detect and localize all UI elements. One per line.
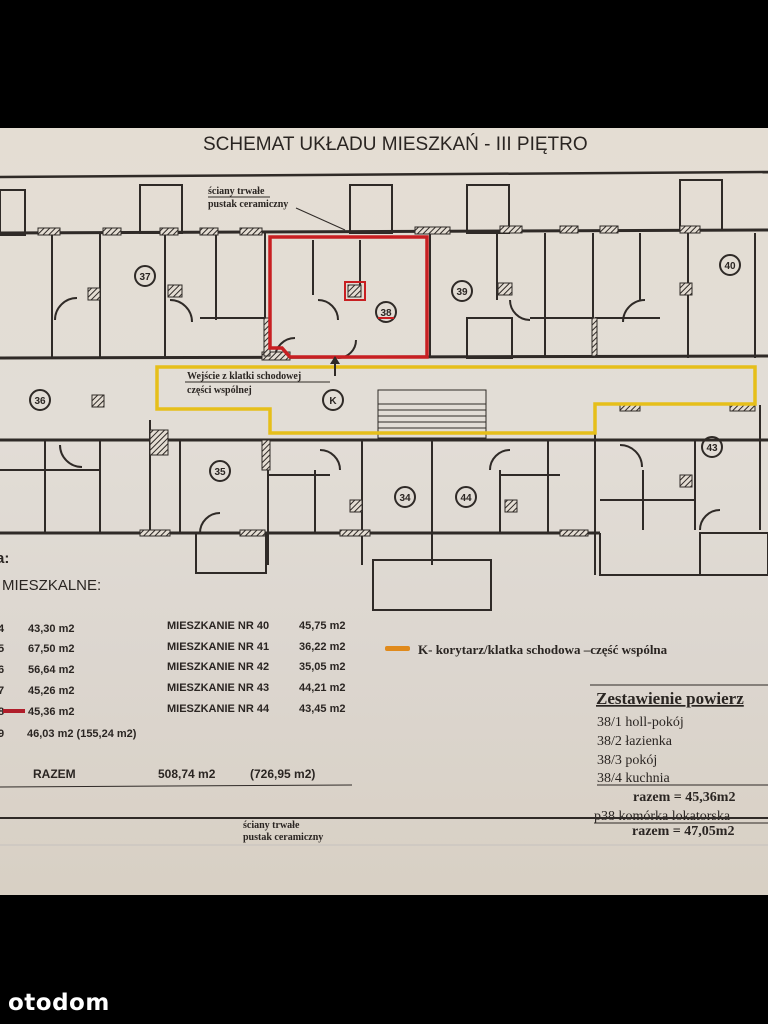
unit-40: 40: [719, 254, 741, 276]
unit-38: 38: [375, 301, 397, 323]
svg-text:K- korytarz/klatka schodowa –c: K- korytarz/klatka schodowa –część wspól…: [418, 642, 668, 657]
svg-text:34: 34: [399, 493, 411, 504]
svg-text:45,36 m2: 45,36 m2: [28, 706, 74, 718]
svg-text:ściany trwałe: ściany trwałe: [243, 820, 300, 831]
otodom-watermark-logo: otodom: [8, 990, 110, 1016]
unit-34: 34: [394, 486, 416, 508]
svg-text:RAZEM: RAZEM: [33, 767, 76, 781]
area-summary: Zestawienie powierz 38/1 holl-pokój 38/2…: [590, 684, 768, 839]
svg-text:części wspólnej: części wspólnej: [187, 385, 252, 396]
svg-text:43: 43: [706, 443, 718, 454]
svg-text:6: 6: [0, 664, 4, 676]
staircase: [377, 389, 487, 439]
right-column: MIESZKANIE NR 40 45,75 m2 MIESZKANIE NR 4…: [167, 620, 345, 715]
svg-text:(726,95 m2): (726,95 m2): [250, 767, 315, 781]
unit-43: 43: [701, 436, 723, 458]
svg-text:37: 37: [139, 272, 151, 283]
wall-note-bottom: ściany trwałe pustak ceramiczny: [243, 820, 323, 843]
svg-text:36: 36: [34, 396, 46, 407]
svg-text:ściany trwałe: ściany trwałe: [208, 186, 265, 197]
svg-text:56,64 m2: 56,64 m2: [28, 664, 74, 676]
svg-text:8: 8: [0, 706, 4, 718]
svg-text:35,05 m2: 35,05 m2: [299, 661, 345, 673]
svg-text:a:: a:: [0, 550, 9, 567]
svg-text:44,21 m2: 44,21 m2: [299, 682, 345, 694]
svg-text:44: 44: [460, 493, 472, 504]
unit-35: 35: [209, 460, 231, 482]
plan-title: SCHEMAT UKŁADU MIESZKAŃ - III PIĘTRO: [203, 134, 588, 155]
svg-text:45,75 m2: 45,75 m2: [299, 620, 345, 632]
floor-plan: SCHEMAT UKŁADU MIESZKAŃ - III PIĘTRO: [0, 134, 768, 846]
svg-text:Zestawienie powierz: Zestawienie powierz: [596, 689, 744, 708]
entrance-note: Wejście z klatki schodowej części wspóln…: [185, 371, 330, 396]
svg-text:38/3 pokój: 38/3 pokój: [597, 753, 657, 768]
svg-text:razem = 45,36m2: razem = 45,36m2: [633, 790, 735, 805]
svg-text:43,30 m2: 43,30 m2: [28, 623, 74, 635]
svg-text:pustak ceramiczny: pustak ceramiczny: [208, 199, 288, 210]
svg-text:36,22 m2: 36,22 m2: [299, 641, 345, 653]
unit-36: 36: [29, 389, 51, 411]
svg-text:46,03 m2 (155,24 m2): 46,03 m2 (155,24 m2): [27, 728, 137, 740]
svg-text:Wejście z klatki schodowej: Wejście z klatki schodowej: [187, 371, 301, 382]
svg-text:45,26 m2: 45,26 m2: [28, 685, 74, 697]
svg-text:508,74 m2: 508,74 m2: [158, 767, 216, 781]
unit-37: 37: [134, 265, 156, 287]
svg-text:MIESZKALNE:: MIESZKALNE:: [2, 577, 101, 594]
svg-text:38: 38: [380, 308, 392, 319]
svg-text:5: 5: [0, 643, 4, 655]
svg-text:MIESZKANIE NR 42: MIESZKANIE NR 42: [167, 661, 269, 673]
corridor-k: K: [322, 389, 344, 411]
areas-list: a: MIESZKALNE: 4 43,30 m2 5 67,50 m2 6 56,6…: [0, 550, 353, 788]
svg-text:9: 9: [0, 728, 4, 740]
wall-note: ściany trwałe pustak ceramiczny: [208, 186, 288, 210]
svg-text:38/4 kuchnia: 38/4 kuchnia: [597, 771, 670, 786]
unit-44: 44: [455, 486, 477, 508]
svg-text:K: K: [329, 396, 337, 407]
corridor-outline: [155, 365, 757, 435]
svg-text:38/1 holl-pokój: 38/1 holl-pokój: [597, 715, 684, 730]
unit-labels: 37 38 39 40 36 K 35 34 44 43: [29, 254, 741, 508]
legend: K- korytarz/klatka schodowa –część wspól…: [385, 642, 668, 657]
svg-text:39: 39: [456, 287, 468, 298]
svg-text:MIESZKANIE NR 43: MIESZKANIE NR 43: [167, 682, 269, 694]
apartment-38-highlight[interactable]: [268, 235, 429, 359]
svg-text:67,50 m2: 67,50 m2: [28, 643, 74, 655]
svg-text:MIESZKANIE NR 41: MIESZKANIE NR 41: [167, 641, 269, 653]
svg-text:razem = 47,05m2: razem = 47,05m2: [632, 824, 734, 839]
legend-swatch: [385, 646, 410, 651]
svg-text:p38 komórka lokatorska: p38 komórka lokatorska: [594, 809, 731, 824]
svg-text:pustak ceramiczny: pustak ceramiczny: [243, 832, 323, 843]
svg-text:4: 4: [0, 623, 5, 635]
svg-text:7: 7: [0, 685, 4, 697]
total-row: RAZEM 508,74 m2 (726,95 m2): [33, 767, 315, 781]
load-bearing-walls: [37, 225, 756, 537]
svg-text:40: 40: [724, 261, 736, 272]
svg-text:MIESZKANIE NR 40: MIESZKANIE NR 40: [167, 620, 269, 632]
svg-text:35: 35: [214, 467, 226, 478]
svg-text:MIESZKANIE NR 44: MIESZKANIE NR 44: [167, 703, 270, 715]
svg-text:43,45 m2: 43,45 m2: [299, 703, 345, 715]
floor-plan-document: SCHEMAT UKŁADU MIESZKAŃ - III PIĘTRO: [0, 128, 768, 895]
unit-39: 39: [451, 280, 473, 302]
svg-text:38/2 łazienka: 38/2 łazienka: [597, 734, 673, 749]
